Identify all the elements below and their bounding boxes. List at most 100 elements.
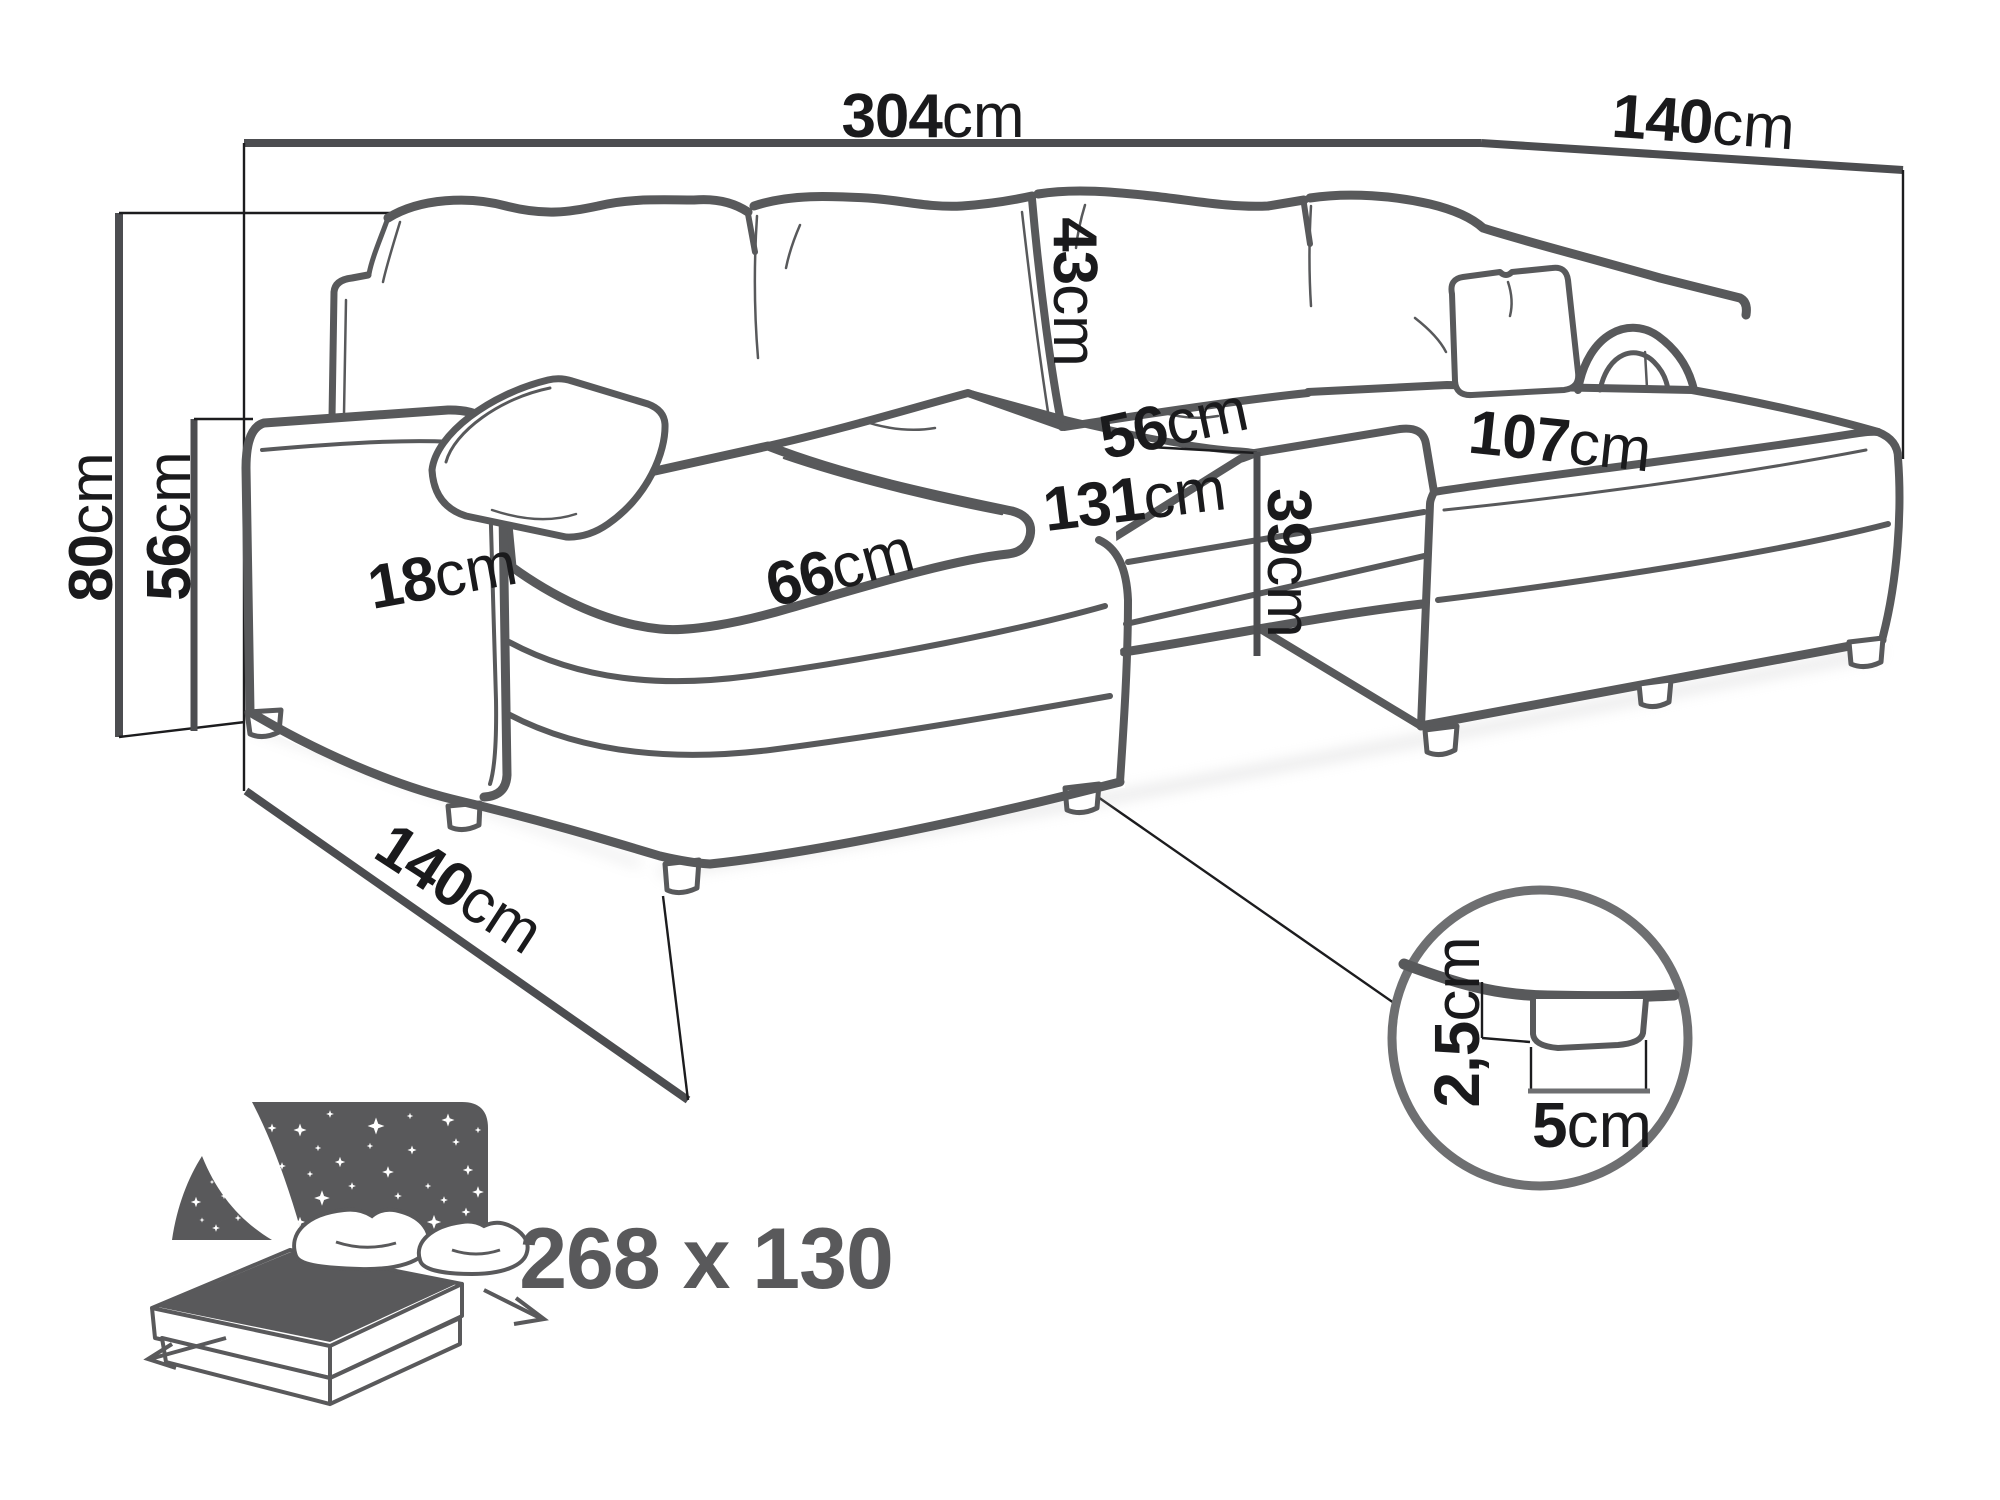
dim-unit: cm	[429, 529, 522, 611]
left-armrest-fill	[246, 409, 507, 797]
leg-right-chaise-mid	[1636, 677, 1674, 710]
left-cushion-piping	[782, 456, 1004, 516]
label-leg-width: 5cm	[1532, 1089, 1652, 1161]
right-seat-left-edge	[1251, 424, 1438, 496]
dim-value: 304	[841, 82, 943, 151]
label-armrest-width: 18cm	[363, 529, 522, 623]
right-cushion-seam	[1442, 448, 1868, 512]
bed-mattress-top	[158, 1252, 456, 1342]
right-armrest-inner	[1597, 350, 1671, 393]
cushion1-inner-line	[381, 220, 402, 284]
dim-value: 18	[363, 543, 441, 623]
label-seat-height: 39cm	[1254, 488, 1323, 638]
dim-unit: cm	[1139, 454, 1229, 533]
dim-unit: cm	[1710, 89, 1797, 164]
tick-total-height-bottom	[118, 720, 246, 739]
right-seat-back-edge	[1304, 381, 1902, 462]
back-frame-edge	[328, 271, 372, 422]
left-base-seam1	[506, 603, 1108, 685]
dimension-lines-back	[115, 139, 1905, 1104]
dim-value: 5	[1532, 1089, 1567, 1161]
cushion1-left-edge	[366, 215, 391, 277]
dim-unit: cm	[942, 82, 1025, 151]
sofa-bed-icon	[143, 1102, 549, 1406]
dim-unit: cm	[1254, 555, 1323, 638]
left-pillow	[428, 375, 669, 541]
front-bottom-edge	[245, 707, 1125, 869]
label-left-seat-width: 66cm	[759, 516, 921, 621]
label-middle-seat-depth: 56cm	[1093, 375, 1254, 474]
label-right-seat-length: 107cm	[1465, 398, 1654, 486]
leg-detail-leg	[1530, 998, 1649, 1051]
leg-detail-base-edge	[1398, 958, 1680, 1003]
leg-detail-height-line	[1480, 982, 1531, 1044]
label-back-cushion-height: 43cm	[1040, 217, 1109, 367]
leg-middle	[1422, 723, 1460, 758]
right-base-left-diagonal	[1258, 626, 1425, 730]
bed-arrows	[143, 1288, 549, 1370]
dim-unit: cm	[135, 451, 204, 534]
cushion3-left-inner-line	[1020, 210, 1050, 414]
dim-unit: cm	[57, 452, 126, 535]
right-base-seam	[1435, 521, 1891, 603]
left-pillow-piping	[444, 386, 552, 464]
leg-left-chaise-left	[662, 857, 702, 896]
back-cushions-top-edge	[383, 186, 1751, 320]
dim-value: 107	[1465, 398, 1572, 477]
bed-arrow-left-shaft	[149, 1336, 227, 1361]
leg-right-chaise-right	[1846, 635, 1886, 670]
label-back-width: 304cm	[841, 82, 1024, 151]
label-armrest-height: 56cm	[135, 451, 204, 601]
label-right-side-depth: 140cm	[1610, 82, 1797, 164]
leg-detail	[1387, 885, 1693, 1191]
dim-line-right-side-depth	[1480, 139, 1904, 174]
right-armrest-outer	[1574, 323, 1698, 394]
dim-value: 140	[1610, 82, 1715, 158]
dim-value: 56	[135, 534, 204, 601]
label-leg-height: 2,5cm	[1421, 936, 1493, 1107]
dim-value: 43	[1040, 217, 1109, 284]
dimension-lines-front	[1149, 445, 1261, 656]
middle-face-seam2	[1123, 553, 1427, 627]
dim-line-left-side-depth	[243, 787, 691, 1104]
right-armrest-seam	[1643, 350, 1649, 390]
left-base-right-edge	[1095, 536, 1132, 786]
left-pillow-crease	[490, 508, 578, 521]
dim-unit: cm	[1421, 936, 1493, 1021]
bed-pillow-creases	[335, 1240, 501, 1256]
bed-panel-small	[172, 1156, 272, 1240]
cushion2-3-edge	[1028, 195, 1066, 431]
cushion2-left-line	[753, 214, 760, 360]
leg-armrest-mid	[445, 800, 483, 833]
bed-pillow-left	[292, 1207, 431, 1272]
dimension-labels: 304cm 140cm 80cm 56cm 18cm 66cm 131cm 56…	[57, 82, 1797, 1307]
bed-arrow-right-head	[513, 1296, 549, 1326]
sofa-drawing	[241, 186, 1904, 896]
dim-value: 131	[1039, 464, 1147, 545]
dim-unit: cm	[1159, 375, 1254, 460]
tick-left-side-depth	[661, 895, 690, 1101]
right-pillow	[1448, 264, 1582, 399]
dim-value: 80	[57, 535, 126, 602]
label-middle-seat-width: 131cm	[1039, 454, 1229, 545]
label-sleeping-area: 268 x 130	[519, 1211, 893, 1307]
tick-seat-height-top	[1149, 445, 1258, 455]
right-side-edge	[1878, 454, 1904, 644]
bed-panel-large	[252, 1102, 488, 1242]
dim-unit: cm	[1565, 408, 1654, 485]
left-base-seam2	[505, 693, 1113, 758]
cushion1-2-notch	[745, 211, 758, 255]
dim-value: 56	[1093, 392, 1173, 473]
right-pillow-crease	[1506, 280, 1513, 318]
bed-pillow-right	[416, 1219, 530, 1277]
leg-detail-pointer-line	[1097, 796, 1405, 1011]
dim-unit: cm	[1567, 1089, 1652, 1161]
dim-unit: cm	[1040, 284, 1109, 367]
middle-face-seam1	[1125, 509, 1427, 565]
right-bottom-edge	[1416, 635, 1887, 731]
middle-bottom-edge	[1119, 599, 1427, 657]
leg-detail-width-ticks	[1529, 1040, 1648, 1092]
right-seat-front-edge	[1430, 427, 1882, 496]
